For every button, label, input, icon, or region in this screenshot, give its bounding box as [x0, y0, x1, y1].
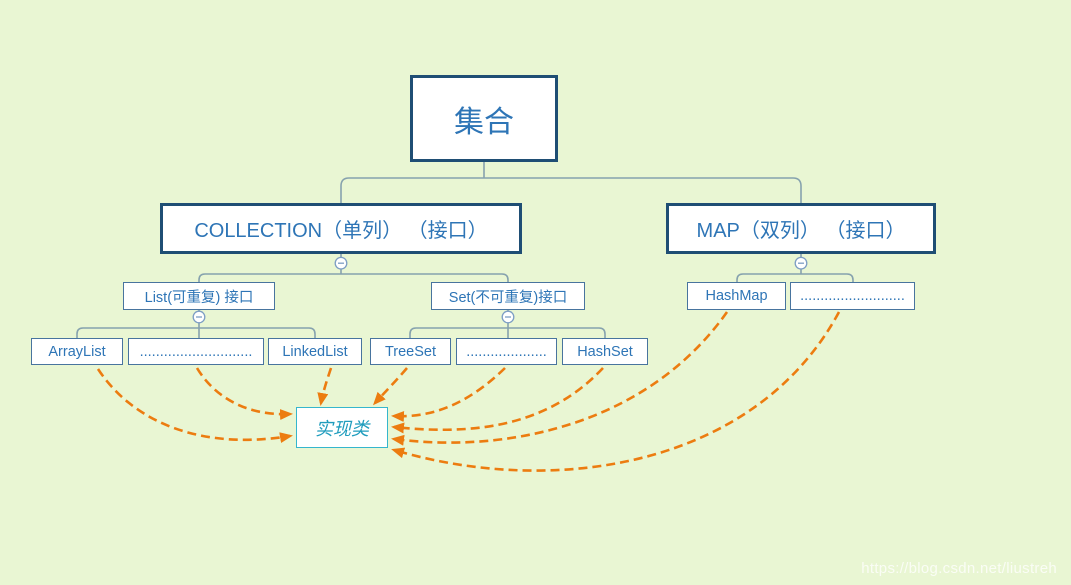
- node-treeset-label: TreeSet: [384, 343, 437, 360]
- node-root-label: 集合: [454, 105, 514, 139]
- node-set-label: Set(不可重复)接口: [448, 289, 568, 306]
- dependency-arrow-treeset: [372, 367, 408, 406]
- node-arraylist[interactable]: ArrayList: [31, 338, 123, 365]
- node-linkedlist[interactable]: LinkedList: [268, 338, 362, 365]
- node-map-placeholder-label: ..........................: [800, 288, 905, 304]
- node-list-label: List(可重复) 接口: [144, 289, 254, 306]
- node-hashmap[interactable]: HashMap: [687, 282, 786, 310]
- node-hashmap-label: HashMap: [705, 288, 768, 304]
- node-map-label: MAP（双列） （接口）: [696, 220, 906, 242]
- dependency-arrow-list-placeholder: [195, 367, 293, 420]
- tree-connector: [198, 273, 509, 282]
- dependency-arrow-linkedlist: [317, 367, 333, 406]
- node-arraylist-label: ArrayList: [48, 343, 106, 360]
- collapse-toggle-icon[interactable]: [501, 310, 515, 324]
- tree-connector: [409, 327, 606, 338]
- collapse-toggle-icon[interactable]: [334, 256, 348, 270]
- node-list[interactable]: List(可重复) 接口: [123, 282, 275, 310]
- node-treeset[interactable]: TreeSet: [370, 338, 451, 365]
- node-linkedlist-label: LinkedList: [282, 343, 348, 360]
- node-set[interactable]: Set(不可重复)接口: [431, 282, 585, 310]
- dependency-arrow-hashmap: [391, 311, 729, 446]
- collapse-toggle-icon[interactable]: [794, 256, 808, 270]
- node-map[interactable]: MAP（双列） （接口）: [666, 203, 936, 254]
- node-set-placeholder[interactable]: ....................: [456, 338, 557, 365]
- tree-connector: [736, 273, 854, 282]
- node-implementation-class-label: 实现类: [315, 418, 369, 439]
- tree-connector: [340, 177, 802, 203]
- node-hashset-label: HashSet: [577, 343, 633, 360]
- node-implementation-class[interactable]: 实现类: [296, 407, 388, 448]
- tree-connector: [76, 327, 316, 338]
- node-root[interactable]: 集合: [410, 75, 558, 162]
- node-map-placeholder[interactable]: ..........................: [790, 282, 915, 310]
- node-set-placeholder-label: ....................: [466, 343, 547, 360]
- node-collection-label: COLLECTION（单列） （接口）: [194, 220, 488, 242]
- node-list-placeholder[interactable]: ............................: [128, 338, 264, 365]
- node-hashset[interactable]: HashSet: [562, 338, 648, 365]
- dependency-arrow-arraylist: [96, 368, 293, 444]
- node-list-placeholder-label: ............................: [139, 343, 253, 360]
- dependency-arrow-hashset: [391, 367, 604, 434]
- node-collection[interactable]: COLLECTION（单列） （接口）: [160, 203, 522, 254]
- watermark: https://blog.csdn.net/liustreh: [861, 560, 1057, 577]
- dependency-arrow-set-placeholder: [391, 367, 506, 423]
- collapse-toggle-icon[interactable]: [192, 310, 206, 324]
- dependency-arrow-map-placeholder: [391, 311, 841, 472]
